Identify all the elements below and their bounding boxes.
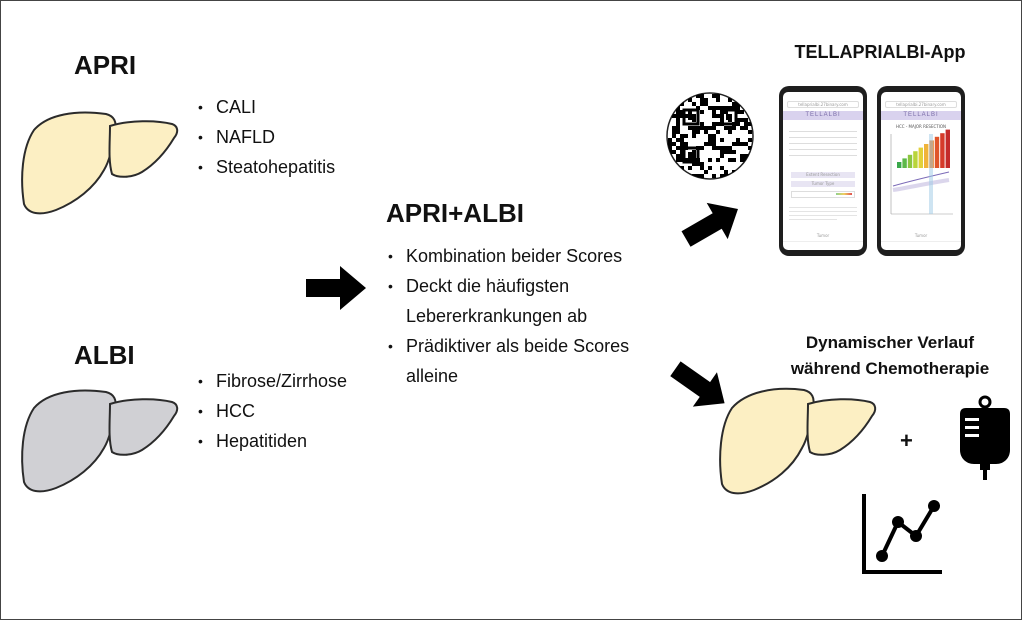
list-item: Kombination beider Scores xyxy=(386,241,629,271)
list-item: Deckt die häufigsten xyxy=(386,271,629,301)
phone-screen: tellaprialbi.27binary.com TELLALBI HCC -… xyxy=(881,92,961,250)
qr-code-icon xyxy=(666,92,754,180)
list-item: HCC xyxy=(196,396,347,426)
list-item: Fibrose/Zirrhose xyxy=(196,366,347,396)
phone-footer: Tumor xyxy=(816,233,830,238)
phone-chart-bar xyxy=(924,144,929,168)
phone-url: tellaprialbi.27binary.com xyxy=(885,101,957,108)
combo-list: Kombination beider Scores Deckt die häuf… xyxy=(386,241,629,391)
phone-chart-bar xyxy=(934,136,940,168)
plus-sign: + xyxy=(900,428,913,453)
phone-header: TELLALBI xyxy=(783,111,863,120)
list-item-continuation: alleine xyxy=(406,366,459,386)
liver-icon xyxy=(21,389,179,493)
phone-navbar xyxy=(881,241,961,250)
phone-brand: TELLALBI xyxy=(805,112,841,118)
line-chart-icon xyxy=(862,494,942,574)
phone-form xyxy=(789,126,857,170)
arrow-icon xyxy=(306,266,366,310)
phone-button: Tumor Type xyxy=(791,181,855,187)
phone-result xyxy=(791,191,855,198)
liver-icon xyxy=(21,111,179,215)
albi-title: ALBI xyxy=(74,340,135,370)
apri-list: CALI NAFLD Steatohepatitis xyxy=(196,92,335,182)
phone-chart xyxy=(890,129,953,215)
phone-chart-bar xyxy=(918,147,923,168)
dynamic-title: Dynamischer Verlauf während Chemotherapi… xyxy=(770,330,1010,382)
phone-chart-bar xyxy=(897,162,902,168)
phone-footer: Tumor xyxy=(914,233,928,238)
list-item-continuation: Lebererkrankungen ab xyxy=(406,306,588,326)
list-item: Prädiktiver als beide Scores xyxy=(386,331,629,361)
dynamic-title-line: während Chemotherapie xyxy=(790,359,990,378)
arrow-icon xyxy=(681,202,738,247)
smartphone-icon: tellaprialbi.27binary.com TELLALBI HCC -… xyxy=(877,86,965,256)
combo-title: APRI+ALBI xyxy=(386,198,524,228)
apri-title: APRI xyxy=(74,50,137,80)
phone-chart-bar xyxy=(940,133,945,168)
list-item: CALI xyxy=(196,92,335,122)
phone-brand: TELLALBI xyxy=(903,112,939,118)
albi-list: Fibrose/Zirrhose HCC Hepatitiden xyxy=(196,366,347,456)
phone-navbar xyxy=(783,241,863,250)
app-title: TELLAPRIALBI-App xyxy=(794,42,966,62)
smartphone-icon: tellaprialbi.27binary.com TELLALBI Exten… xyxy=(779,86,867,256)
arrow-icon xyxy=(670,361,725,407)
infusion-bag-icon xyxy=(960,395,1010,480)
list-item: Hepatitiden xyxy=(196,426,347,456)
phone-chart-bar xyxy=(902,158,907,168)
liver-icon xyxy=(719,387,877,495)
phone-chart-bar xyxy=(945,129,950,168)
phone-chart-title: HCC - MAJOR RESECTION xyxy=(895,124,947,129)
dynamic-title-line: Dynamischer Verlauf xyxy=(805,333,975,352)
phone-text-lines xyxy=(789,204,857,223)
phone-chart-bar xyxy=(913,151,918,168)
phone-header: TELLALBI xyxy=(881,111,961,120)
phone-url: tellaprialbi.27binary.com xyxy=(787,101,859,108)
list-item: Steatohepatitis xyxy=(196,152,335,182)
phone-button: Extent Resection xyxy=(791,172,855,178)
phone-chart-bar xyxy=(907,154,913,168)
phone-screen: tellaprialbi.27binary.com TELLALBI Exten… xyxy=(783,92,863,250)
list-item: NAFLD xyxy=(196,122,335,152)
